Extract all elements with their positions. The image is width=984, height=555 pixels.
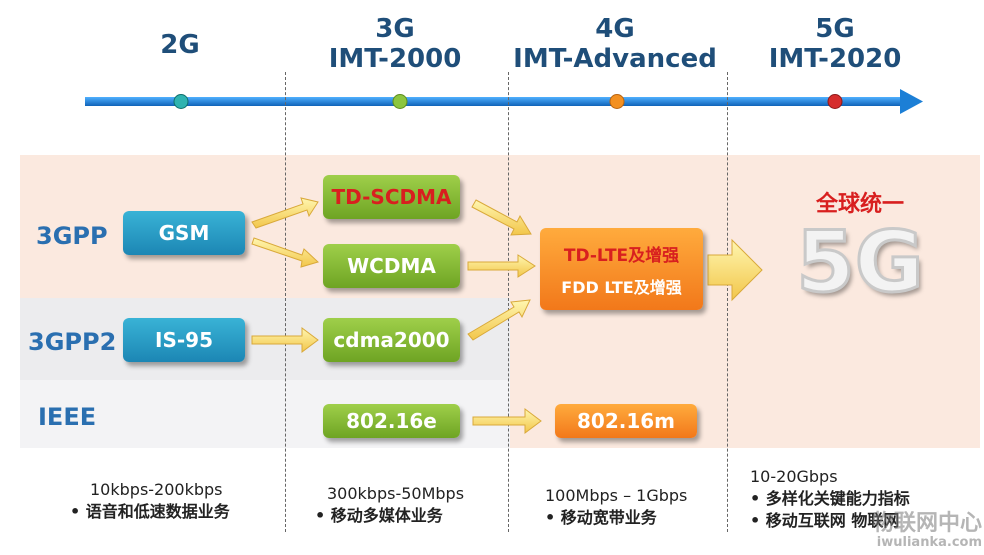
box-80216m: 802.16m: [555, 404, 697, 438]
arrow-gsm-wcdma: [251, 237, 319, 268]
arrow-tdscdma-4g: [471, 199, 532, 236]
arrow-wcdma-4g: [467, 254, 536, 278]
gen-5g-label: 5G IMT-2020: [735, 14, 935, 74]
unified-title: 全球统一: [815, 192, 904, 217]
unified-5g: 5G: [795, 212, 925, 313]
gen-2g-label: 2G: [120, 30, 240, 60]
rate-5g-value: 10-20Gbps: [750, 467, 838, 486]
box-80216e-label: 802.16e: [346, 409, 437, 433]
arrow-gsm-tdscdma: [251, 197, 319, 229]
timeline-dot-3g: [392, 94, 408, 109]
box-fddlte-label: FDD LTE及增强: [561, 277, 682, 297]
arrow-80216e-80216m: [472, 408, 542, 434]
rate-3g-service: • 移动多媒体业务: [315, 506, 443, 525]
rate-5g-service-1: • 多样化关键能力指标: [750, 489, 910, 508]
gen-3g-line2: IMT-2000: [328, 44, 462, 74]
watermark-line1: 物联网中心: [871, 511, 982, 536]
rate-4g-value: 100Mbps – 1Gbps: [545, 486, 688, 505]
gen-4g-line1: 4G: [595, 14, 635, 44]
timeline-dot-4g: [609, 94, 625, 109]
gen-2g-line1: 2G: [160, 30, 200, 60]
gen-3g-line1: 3G: [375, 14, 415, 44]
gen-5g-line1: 5G: [815, 14, 855, 44]
box-4g-lte: TD-LTE及增强 FDD LTE及增强: [540, 228, 703, 310]
rate-5g: 10-20Gbps • 多样化关键能力指标 • 移动互联网 物联网: [750, 466, 980, 532]
band-3gpp2-right: [510, 298, 980, 380]
watermark-line2: iwulianka.com: [876, 535, 982, 550]
box-tdscdma-label: TD-SCDMA: [331, 185, 452, 209]
rate-4g: 100Mbps – 1Gbps • 移动宽带业务: [545, 485, 725, 529]
rate-3g: 300kbps-50Mbps • 移动多媒体业务: [315, 483, 510, 527]
timeline-arrow: [85, 89, 923, 114]
box-tdlte-label: TD-LTE及增强: [563, 245, 680, 266]
box-gsm: GSM: [123, 211, 245, 255]
rate-2g-value: 10kbps-200kbps: [90, 480, 223, 499]
rate-2g-service: • 语音和低速数据业务: [70, 502, 230, 521]
separator-2g-3g: [285, 72, 286, 532]
gen-3g-label: 3G IMT-2000: [300, 14, 490, 74]
box-is95-label: IS-95: [155, 328, 213, 352]
rate-3g-value: 300kbps-50Mbps: [327, 484, 465, 503]
gen-4g-line2: IMT-Advanced: [513, 44, 717, 74]
arrow-is95-cdma2000: [251, 327, 319, 353]
watermark: 物联网中心 iwulianka.com: [822, 512, 982, 550]
arrow-cdma2000-4g: [467, 299, 531, 341]
gen-5g-line2: IMT-2020: [768, 44, 902, 74]
org-ieee: IEEE: [38, 403, 97, 431]
arrow-4g-5g: [707, 238, 763, 302]
timeline-dot-5g: [827, 94, 843, 109]
org-3gpp2: 3GPP2: [28, 328, 117, 356]
rate-4g-service: • 移动宽带业务: [545, 508, 657, 527]
box-wcdma: WCDMA: [323, 244, 460, 288]
box-cdma2000-label: cdma2000: [333, 328, 450, 352]
box-80216e: 802.16e: [323, 404, 460, 438]
box-tdscdma: TD-SCDMA: [323, 175, 460, 219]
gen-4g-label: 4G IMT-Advanced: [505, 14, 725, 74]
org-3gpp: 3GPP: [36, 222, 108, 250]
separator-3g-4g: [508, 72, 509, 532]
timeline-dot-2g: [173, 94, 189, 109]
box-80216m-label: 802.16m: [576, 409, 676, 433]
box-gsm-label: GSM: [158, 221, 210, 245]
box-is95: IS-95: [123, 318, 245, 362]
rate-2g: 10kbps-200kbps • 语音和低速数据业务: [70, 479, 280, 523]
separator-4g-5g: [727, 72, 728, 532]
box-wcdma-label: WCDMA: [347, 254, 436, 278]
rate-5g-service-2: • 移动互联网 物联网: [750, 511, 900, 530]
box-cdma2000: cdma2000: [323, 318, 460, 362]
